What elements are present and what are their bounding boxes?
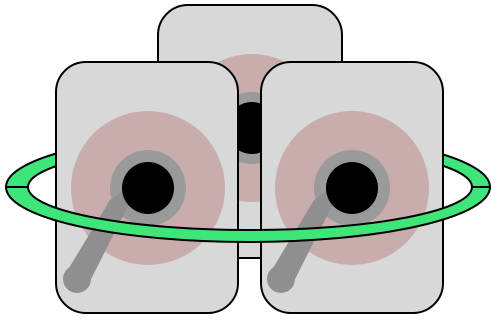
device-panel-right	[261, 62, 443, 313]
panel-right-hub-core	[326, 162, 378, 214]
device-panel-left	[56, 62, 238, 313]
panel-left-arm-tip	[63, 265, 91, 293]
panel-left-hub-core	[122, 162, 174, 214]
panel-right-arm-tip	[267, 265, 295, 293]
